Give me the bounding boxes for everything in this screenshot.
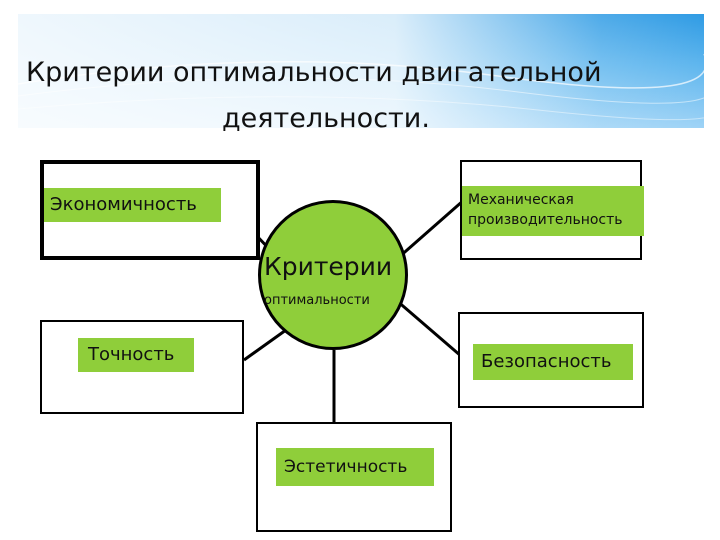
banner-fade (18, 14, 704, 128)
center-circle (258, 200, 408, 350)
node-mechanical-line1: Механическая (468, 192, 574, 208)
node-economy-label: Экономичность (44, 188, 221, 222)
node-safety-label: Безопасность (473, 344, 633, 380)
node-mechanical-line2: производительность (468, 212, 623, 228)
banner-swoosh (18, 54, 704, 121)
slide-title: Критерии оптимальности двигательной деят… (26, 50, 666, 142)
slide-title-line2: деятельности. (222, 103, 430, 134)
connector-safety (395, 298, 462, 358)
node-accuracy-label: Точность (78, 338, 194, 372)
center-subtitle: оптимальности (264, 293, 370, 308)
node-mechanical-label: Механическая производительность (462, 186, 644, 236)
connector-accuracy (243, 328, 287, 362)
connector-mechanical (397, 198, 465, 260)
center-title: Критерии (264, 252, 393, 281)
node-aesthetics-label: Эстетичность (276, 448, 434, 486)
title-banner (18, 14, 704, 128)
slide-title-line1: Критерии оптимальности двигательной (26, 57, 602, 88)
